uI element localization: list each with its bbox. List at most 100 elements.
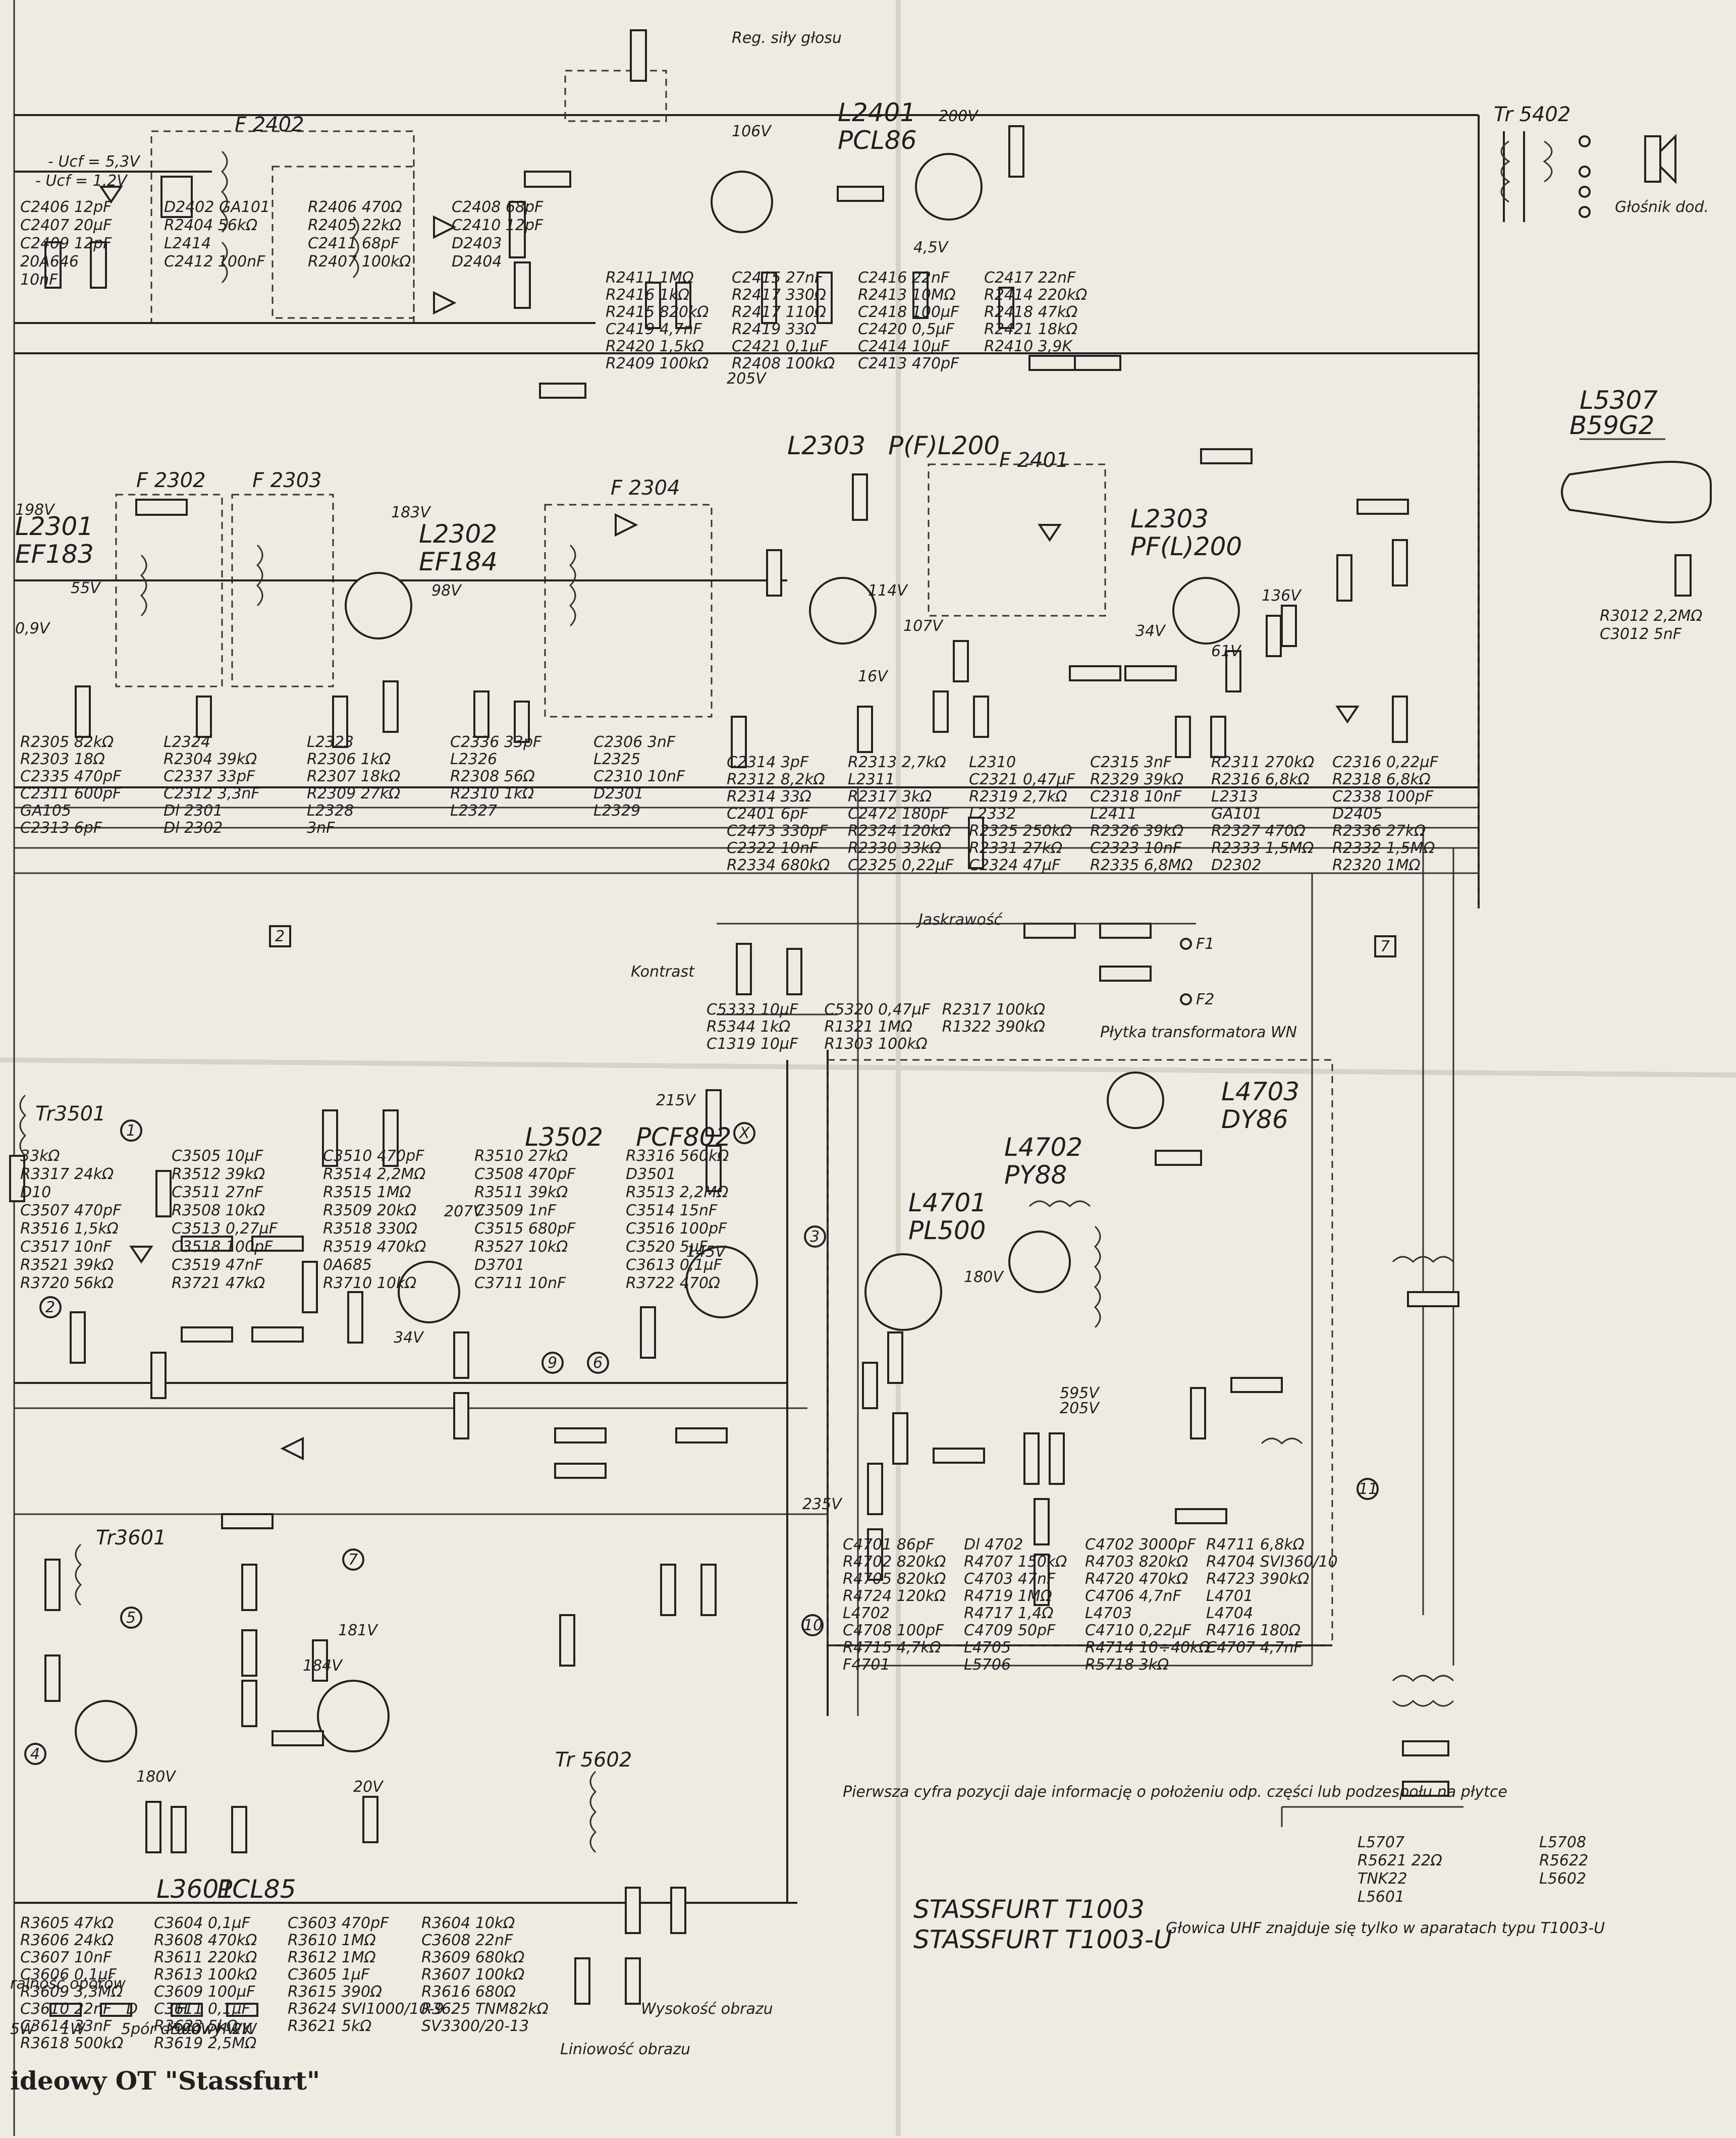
video-voltage-34: 34V (1135, 622, 1166, 640)
l2401-type: PCL86 (838, 126, 917, 155)
height-pot (625, 1957, 641, 2005)
r3512-resistor (181, 1236, 233, 1252)
r2415-resistor (817, 272, 833, 324)
sync-part-label: C3711 10nF (474, 1274, 566, 1292)
r3605-resistor (44, 1559, 61, 1611)
horizontal-part-label: L5706 (964, 1656, 1011, 1674)
if_strip-part-label: R2305 82kΩ (20, 733, 114, 751)
r2416-resistor (837, 186, 884, 202)
r3516-resistor (347, 1291, 363, 1344)
r2410-resistor (539, 383, 586, 399)
horizontal-part-label: R4724 120kΩ (843, 1587, 946, 1605)
if_strip-part-label: C2336 33pF (450, 733, 542, 751)
r3513-resistor (251, 1326, 304, 1343)
l2401-part-label: R2411 1MΩ (606, 269, 694, 287)
l2401-ref: L2401 (838, 98, 916, 127)
sync-part-label: R3710 10kΩ (323, 1274, 416, 1292)
d2405-diode (1038, 524, 1062, 542)
legend-hwk: 500V HWK (172, 2020, 253, 2038)
r3521-resistor (706, 1145, 722, 1192)
if_strip-part-label: Dl 2301 (164, 802, 223, 820)
r4702-resistor (862, 1362, 878, 1409)
l2401-part-label: C2418 100µF (858, 303, 959, 321)
r2319-resistor (973, 696, 989, 738)
f2402-part-label: C2412 100nF (164, 253, 265, 271)
video-part-label: C2314 3pF (727, 754, 809, 771)
sync-part-label: C3515 680pF (474, 1220, 576, 1238)
sync-part-label: R3516 1,5kΩ (20, 1220, 119, 1238)
frame-part-label: R3615 390Ω (288, 1983, 382, 2001)
crt-part-label: R3012 2,2MΩ (1600, 607, 1702, 625)
horizontal-part-label: C4701 86pF (843, 1536, 935, 1554)
l2401-voltage-106: 106V (732, 123, 772, 140)
r3621-resistor (670, 1887, 686, 1934)
svg-text:3: 3 (810, 1228, 820, 1246)
f2402-part-label: C2411 68pF (308, 235, 400, 252)
video-part-label: D2405 (1332, 805, 1382, 823)
f2402-part-label: R2406 470Ω (308, 198, 402, 216)
tr3501-label: Tr3501 (35, 1102, 106, 1126)
r2324-resistor (1069, 665, 1121, 681)
r2326-resistor (1175, 716, 1191, 758)
frame-part-label: C3607 10nF (20, 1949, 112, 1966)
frame-part-label: C3610 22nF (20, 2000, 112, 2018)
sync-part-label: R3511 39kΩ (474, 1184, 568, 1201)
f2402-coil (221, 150, 228, 233)
l2401-part-label: C2421 0,1µF (732, 338, 829, 355)
video-voltage-107: 107V (903, 617, 944, 635)
connector-points: 1 2 3 4 5 6 7 9 10 11 X 2 7 (24, 925, 1396, 1765)
frame-part-label: C3603 470pF (288, 1914, 389, 1932)
connector-x: X (733, 1122, 755, 1144)
frame-part-label: C3609 100µF (154, 1983, 255, 2001)
brightness-part-label: C1319 10µF (707, 1035, 798, 1053)
l2302-type: EF184 (419, 547, 498, 576)
if_strip-part-label: D2301 (593, 785, 643, 803)
frame-part-label: C3606 0,1µF (20, 1966, 117, 1984)
sync-part-label: R3721 47kΩ (172, 1274, 265, 1292)
r2331-resistor (1281, 605, 1297, 647)
l2401-part-label: C2416 22nF (858, 269, 950, 287)
sync-part-label: R3722 470Ω (626, 1274, 720, 1292)
f2401-title: F 2401 (999, 449, 1069, 472)
horizontal-part-label: L4701 (1206, 1587, 1253, 1605)
frame-part-label: R3619 2,5MΩ (154, 2035, 256, 2052)
r2414-resistor (761, 272, 777, 324)
r2310-resistor (514, 701, 530, 743)
if-voltage-198: 198V (15, 501, 56, 519)
height-label: Wysokość obrazu (641, 2000, 773, 2018)
legend-1w: 1W (61, 2020, 86, 2038)
frame-voltage-20: 20V (353, 1778, 384, 1796)
video-part-label: C2325 0,22µF (848, 857, 954, 874)
if_strip-part-label: C2311 600pF (20, 785, 122, 803)
connector-5: 5 (120, 1607, 142, 1629)
l3601-pentode-tube (317, 1680, 390, 1752)
l2303-triode-tube (1172, 577, 1240, 645)
if_strip-part-label: R2306 1kΩ (307, 751, 391, 768)
l2401-part-label: C2419 4,7nF (606, 320, 702, 338)
l4701-tube (864, 1253, 942, 1331)
r4717-resistor (1155, 1150, 1202, 1166)
horizontal-part-label: R4707 150kΩ (964, 1553, 1067, 1571)
r2327-resistor (1210, 716, 1226, 758)
r4705-resistor (867, 1528, 883, 1581)
crt-tube-icon (1561, 461, 1712, 523)
sync-part-label: R3521 39kΩ (20, 1256, 114, 1274)
l2401-part-label: C2414 10µF (858, 338, 950, 355)
video-part-label: L2411 (1090, 805, 1137, 823)
r2419-resistor (998, 287, 1014, 329)
if_strip-part-label: C2306 3nF (593, 733, 676, 751)
tr5402-label: Tr 5402 (1494, 103, 1570, 126)
brightness-part-label: R5344 1kΩ (707, 1018, 790, 1036)
horizontal-section: L4701 PL500 L4702 PY88 L4703 DY86 180V 2… (802, 1059, 1459, 1646)
d2301-diode (615, 513, 638, 537)
frame-part-label: R3625 TNM82kΩ (421, 2000, 549, 2018)
sync-part-label: R3720 56kΩ (20, 1274, 114, 1292)
horizontal-part-label: R4720 470kΩ (1085, 1570, 1188, 1588)
r3316-resistor (322, 1109, 338, 1167)
video-voltage-136: 136V (1262, 587, 1302, 605)
horizontal-part-label: L4702 (843, 1605, 890, 1622)
sync-part-label: R3317 24kΩ (20, 1165, 114, 1183)
f2402-part-label: 10nF (20, 271, 58, 289)
connector-2: 2 (39, 1296, 62, 1318)
